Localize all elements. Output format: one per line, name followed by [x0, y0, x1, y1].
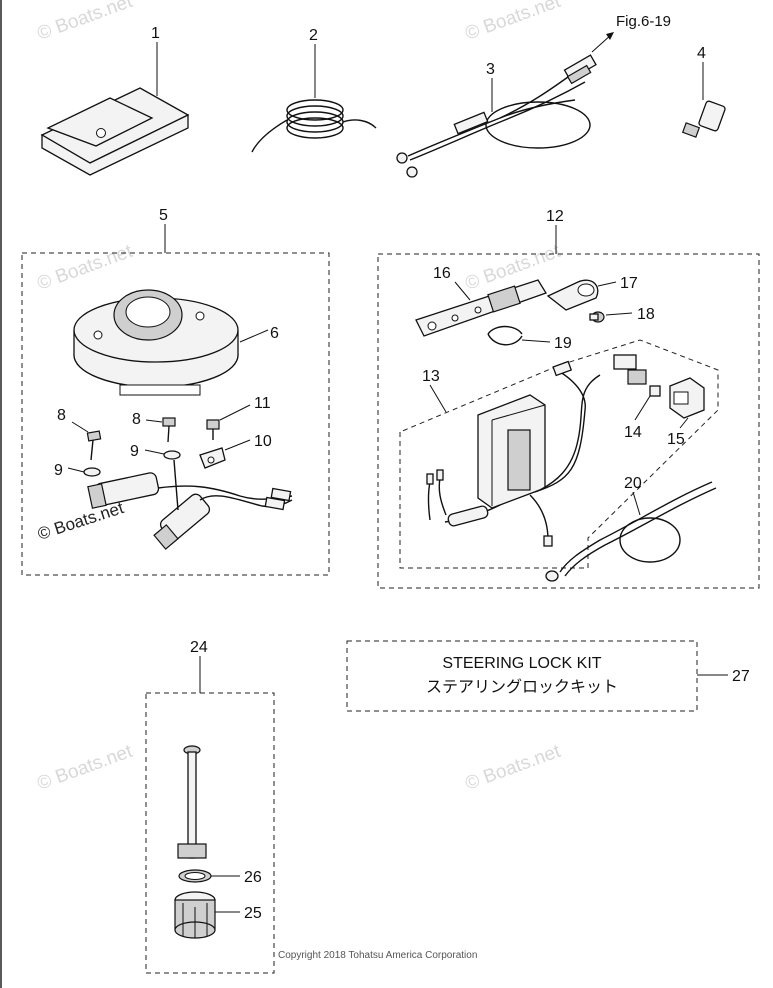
stator-coils	[87, 459, 293, 550]
part-2-spring	[251, 44, 377, 153]
part-1-pouch	[40, 42, 190, 176]
kit-title-jp: ステアリングロックキット	[426, 678, 618, 696]
part-10-clamp	[199, 439, 251, 469]
callout-5: 5	[159, 207, 168, 224]
callout-9: 9	[130, 443, 139, 460]
callout-27: 27	[732, 668, 750, 685]
part-19-clip	[487, 325, 551, 346]
callout-3: 3	[486, 61, 495, 78]
part-11-screw	[206, 404, 251, 440]
part-17-clamp	[546, 279, 617, 311]
part-24-shaft	[177, 745, 207, 859]
callout-labels: 1 2 3 4 5 6 8 8 9 9 10 11 12 13 14 15 16…	[54, 25, 750, 922]
watermark: © Boats.net	[35, 0, 136, 45]
part-20-wire	[545, 481, 717, 582]
watermark: © Boats.net	[35, 241, 136, 295]
part-3-harness	[396, 32, 614, 178]
part-13-regulator	[426, 360, 601, 547]
callout-1: 1	[151, 25, 160, 42]
part-8-screw	[71, 421, 102, 461]
part-14-connector	[613, 354, 661, 421]
part-8-screw	[145, 417, 176, 443]
part-25-nut	[174, 891, 240, 939]
callout-19: 19	[554, 335, 572, 352]
callout-14: 14	[624, 424, 642, 441]
callout-11: 11	[254, 395, 271, 412]
callout-10: 10	[254, 433, 272, 450]
watermark: © Boats.net	[463, 741, 564, 795]
callout-18: 18	[637, 306, 655, 323]
part-15-connector	[669, 377, 705, 429]
callout-24: 24	[190, 639, 208, 656]
part-9-washer	[144, 449, 181, 460]
kit-title-en: STEERING LOCK KIT	[442, 655, 601, 672]
watermark: © Boats.net	[35, 741, 136, 795]
callout-13: 13	[422, 368, 440, 385]
part-18-bolt	[589, 311, 633, 323]
callout-4: 4	[697, 45, 706, 62]
callout-16: 16	[433, 265, 451, 282]
figure-reference: Fig.6-19	[616, 13, 671, 30]
callout-6: 6	[270, 325, 279, 342]
group-5-box	[21, 252, 330, 576]
callout-8: 8	[132, 411, 141, 428]
part-9-washer	[67, 467, 101, 477]
callout-15: 15	[667, 431, 685, 448]
watermark-dark: © Boats.net	[35, 498, 126, 544]
copyright-text: Copyright 2018 Tohatsu America Corporati…	[278, 950, 477, 961]
callout-8: 8	[57, 407, 66, 424]
callout-9: 9	[54, 462, 63, 479]
callout-2: 2	[309, 27, 318, 44]
group-12-box	[377, 253, 760, 589]
callout-26: 26	[244, 869, 262, 886]
part-6-flywheel	[73, 289, 269, 396]
part-4-knob	[681, 62, 726, 138]
group-24-box	[145, 692, 275, 974]
callout-17: 17	[620, 275, 638, 292]
part-26-ring	[178, 869, 240, 883]
callout-12: 12	[546, 208, 564, 225]
part-16-bracket	[415, 279, 547, 337]
callout-25: 25	[244, 905, 262, 922]
callout-20: 20	[624, 475, 642, 492]
watermark: © Boats.net	[463, 0, 564, 45]
steering-lock-kit-box	[346, 640, 698, 712]
